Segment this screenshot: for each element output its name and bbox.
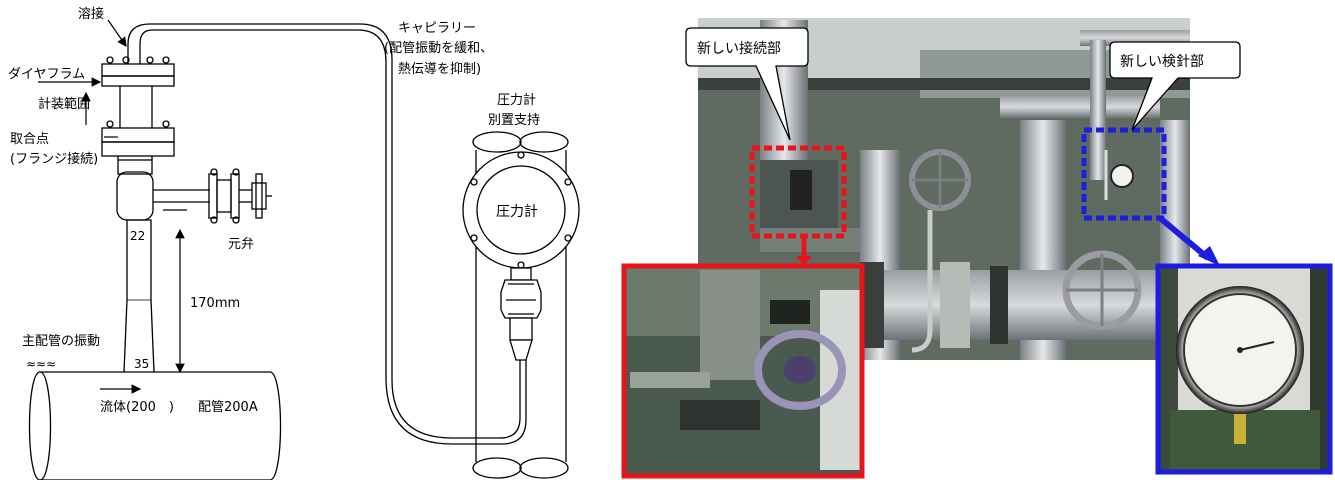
label-gauge: 圧力計 [496, 204, 538, 220]
annotation-lines [38, 19, 187, 394]
diaphragm-flange [101, 56, 175, 87]
label-instrument-scope: 計装範囲 [38, 96, 90, 112]
capillary-tube [127, 23, 527, 445]
label-capillary-note-2: 熱伝導を抑制) [398, 62, 481, 77]
label-capillary-note-1: (配管振動を緩和、 [384, 41, 493, 56]
diagram-labels: 溶接 ダイヤフラム 計装範囲 取合点 (フランジ接続) 22 元弁 170mm … [8, 6, 540, 415]
callout-new-gauge: 新しい検針部 [1109, 41, 1241, 131]
pressure-gauge [462, 151, 580, 361]
label-flow: 流体(200 ) [100, 400, 174, 415]
label-diaphragm: ダイヤフラム [8, 67, 85, 82]
tap-flange [101, 120, 175, 160]
main-pipe [28, 371, 282, 480]
label-root-valve: 元弁 [228, 237, 254, 252]
connection-zoom-inset [621, 263, 865, 479]
callout-new-gauge-text: 新しい検針部 [1120, 54, 1204, 70]
callout-new-connection: 新しい接続部 [685, 27, 809, 141]
blue-connector-arrow [1158, 215, 1220, 266]
label-vibration-wave: ≈≈≈ [26, 357, 56, 371]
label-dim-22: 22 [130, 229, 145, 243]
instrument-diagram [28, 23, 580, 480]
label-main-pipe-vibration: 主配管の振動 [22, 334, 100, 349]
red-connector-arrow [796, 236, 812, 266]
root-valve-body [116, 159, 272, 224]
label-gauge-support-2: 別置支持 [488, 113, 540, 128]
connection-highlight [749, 145, 847, 239]
gauge-highlight [1081, 127, 1167, 221]
gauge-zoom-inset [1155, 263, 1333, 475]
label-weld: 溶接 [78, 6, 104, 22]
label-flange-connection: (フランジ接続) [10, 151, 98, 167]
label-capillary: キャピラリー [398, 21, 476, 36]
label-pipe: 配管200A [198, 400, 258, 415]
label-tap-point: 取合点 [10, 132, 49, 147]
label-length: 170mm [190, 296, 240, 311]
callout-new-connection-text: 新しい接続部 [697, 40, 781, 57]
label-gauge-support-1: 圧力計 [497, 92, 536, 108]
label-dim-35: 35 [134, 357, 149, 371]
